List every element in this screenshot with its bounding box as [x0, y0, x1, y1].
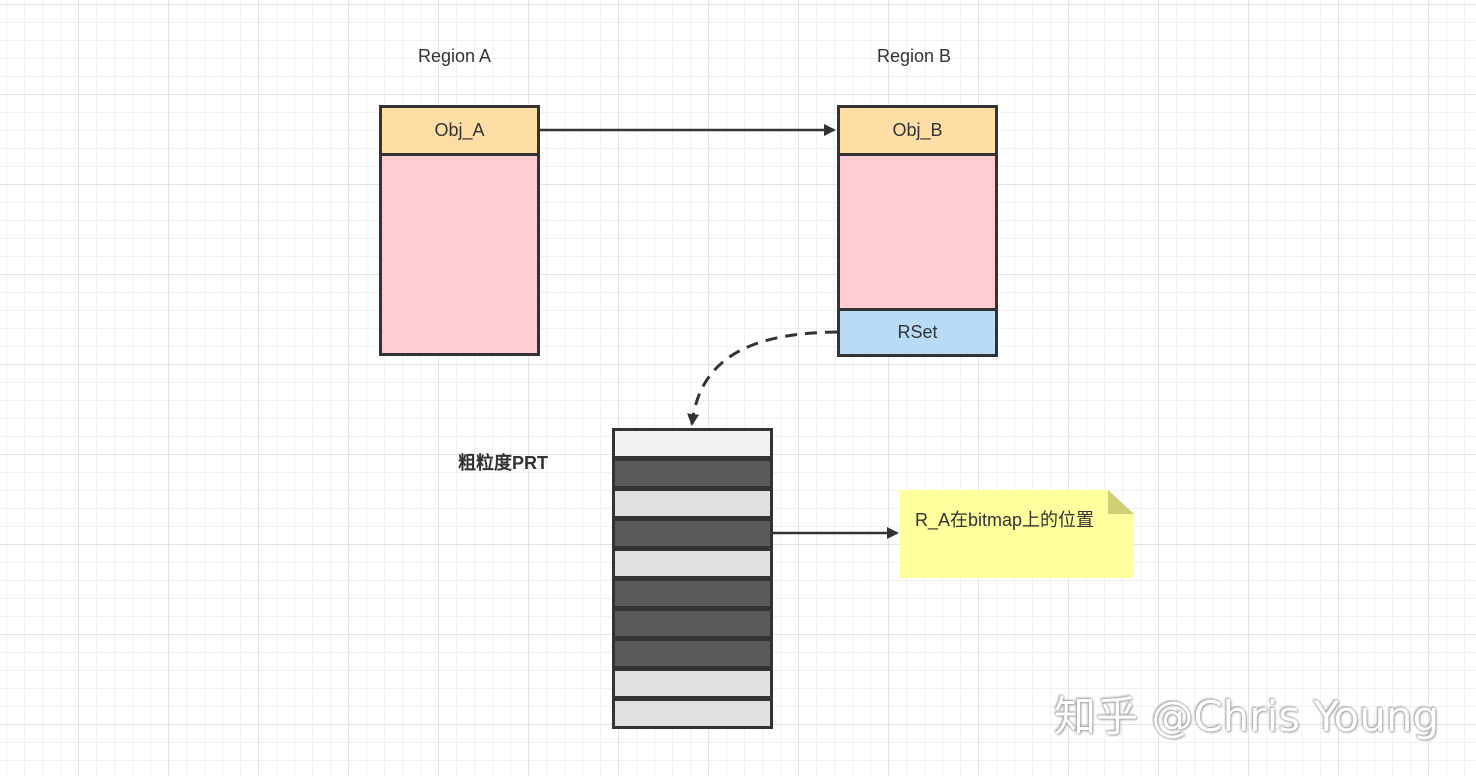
prt-row — [612, 518, 773, 549]
prt-label: 粗粒度PRT — [458, 453, 548, 473]
region-b-title: Region B — [877, 46, 952, 66]
obj-a-label: Obj_A — [434, 120, 485, 140]
sticky-note — [900, 490, 1134, 578]
prt-row — [612, 668, 773, 699]
prt-row — [612, 698, 773, 729]
prt-row — [612, 548, 773, 579]
prt-row — [612, 488, 773, 519]
region-a-title: Region A — [418, 46, 492, 66]
prt-row — [612, 428, 773, 459]
prt-row — [612, 608, 773, 639]
obj-b-label: Obj_B — [892, 120, 943, 140]
rset-to-prt-dashed-arrow — [687, 330, 838, 426]
sticky-note-text: R_A在bitmap上的位置 — [915, 510, 1095, 530]
prt-row — [612, 638, 773, 669]
rset-cell: RSet — [837, 308, 998, 357]
watermark: 知乎 @Chris Young — [1054, 692, 1440, 741]
obj-b-cell: Obj_B — [837, 105, 998, 156]
prt-row — [612, 578, 773, 609]
obj-a-cell: Obj_A — [379, 105, 540, 156]
prt-row — [612, 458, 773, 489]
rset-label: RSet — [897, 322, 938, 342]
